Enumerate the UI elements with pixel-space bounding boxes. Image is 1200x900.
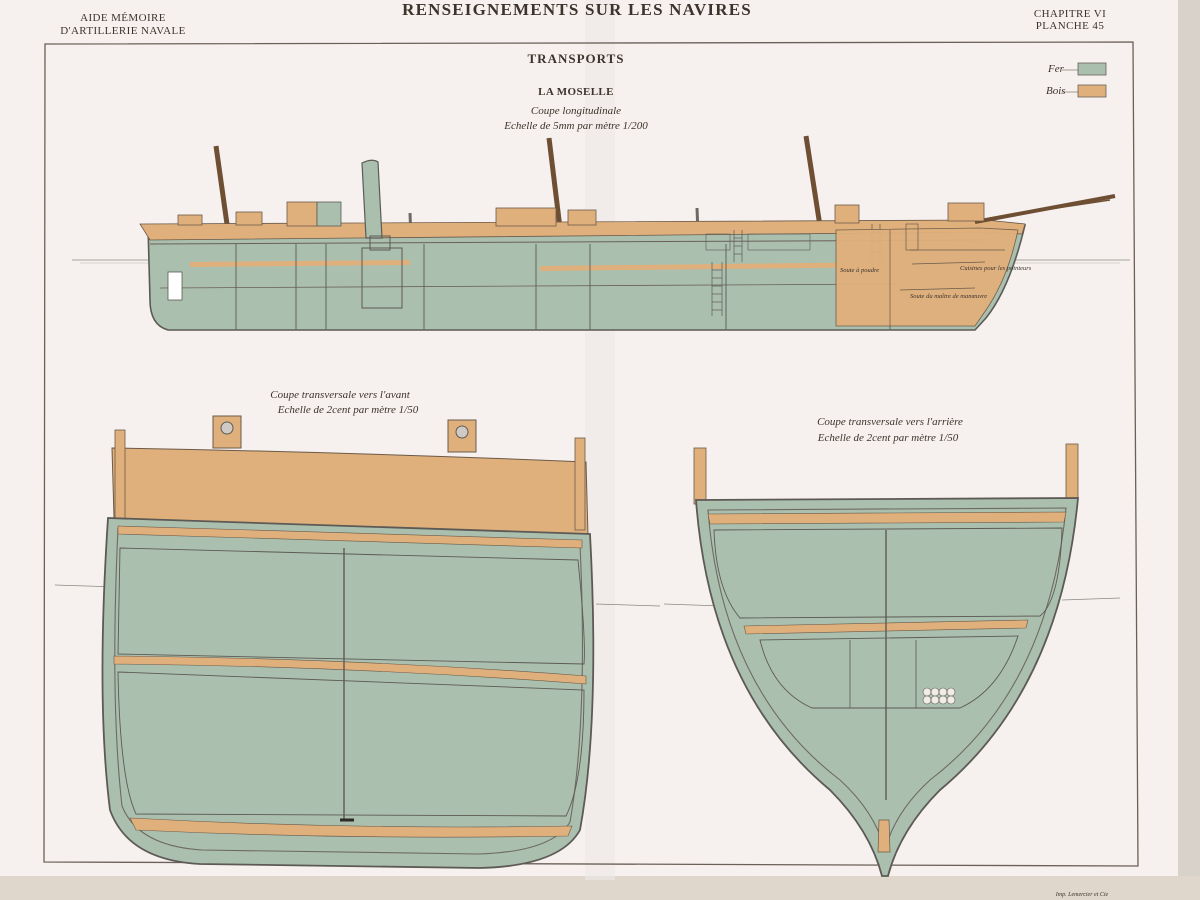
aft-section-title: Coupe transversale vers l'arrière — [817, 416, 963, 428]
ship-name: LA MOSELLE — [538, 86, 614, 98]
fore-section-scale: Echelle de 2cent par mètre 1/50 — [277, 404, 419, 416]
gun-mount-left — [212, 415, 242, 449]
legend: Fer Bois — [1046, 62, 1107, 98]
plate-frame — [43, 41, 1139, 867]
header-title: RENSEIGNEMENTS SUR LES NAVIRES — [402, 0, 752, 19]
aft-section-scale: Echelle de 2cent par mètre 1/50 — [817, 432, 959, 444]
gun-mount-right — [447, 419, 477, 453]
legend-iron-label: Fer — [1047, 63, 1065, 75]
header-left-line2: D'ARTILLERIE NAVALE — [60, 25, 186, 37]
header-left-line1: AIDE MÉMOIRE — [80, 12, 166, 24]
imprint: Imp. Lemercier et Cie — [1055, 892, 1109, 898]
keel — [877, 819, 891, 853]
legend-wood-swatch — [1077, 84, 1107, 98]
longitudinal-scale: Echelle de 5mm par mètre 1/200 — [503, 120, 648, 132]
header-right-line1: CHAPITRE VI — [1034, 8, 1106, 20]
funnel — [361, 159, 383, 239]
aft-hull — [695, 497, 1079, 877]
hull-profile — [147, 221, 1026, 331]
section-title: TRANSPORTS — [528, 51, 625, 66]
label-cuisine: Cuisines pour les pointeurs — [960, 265, 1032, 272]
legend-wood-label: Bois — [1046, 85, 1066, 97]
fore-section-title: Coupe transversale vers l'avant — [270, 389, 410, 401]
stores-barrels — [922, 687, 956, 705]
longitudinal-title: Coupe longitudinale — [531, 105, 621, 117]
fore-hull — [101, 517, 595, 869]
longitudinal-section: Cuisines pour les pointeurs Soute du maî… — [72, 135, 1130, 331]
header-right-line2: PLANCHE 45 — [1036, 20, 1105, 32]
aft-cross-section — [663, 443, 1121, 877]
label-soute-poudre: Soute à poudre — [840, 267, 879, 274]
legend-iron-swatch — [1077, 62, 1107, 76]
fore-cross-section — [54, 415, 661, 869]
label-soute-maitre: Soute du maître de manœuvre — [910, 293, 987, 300]
